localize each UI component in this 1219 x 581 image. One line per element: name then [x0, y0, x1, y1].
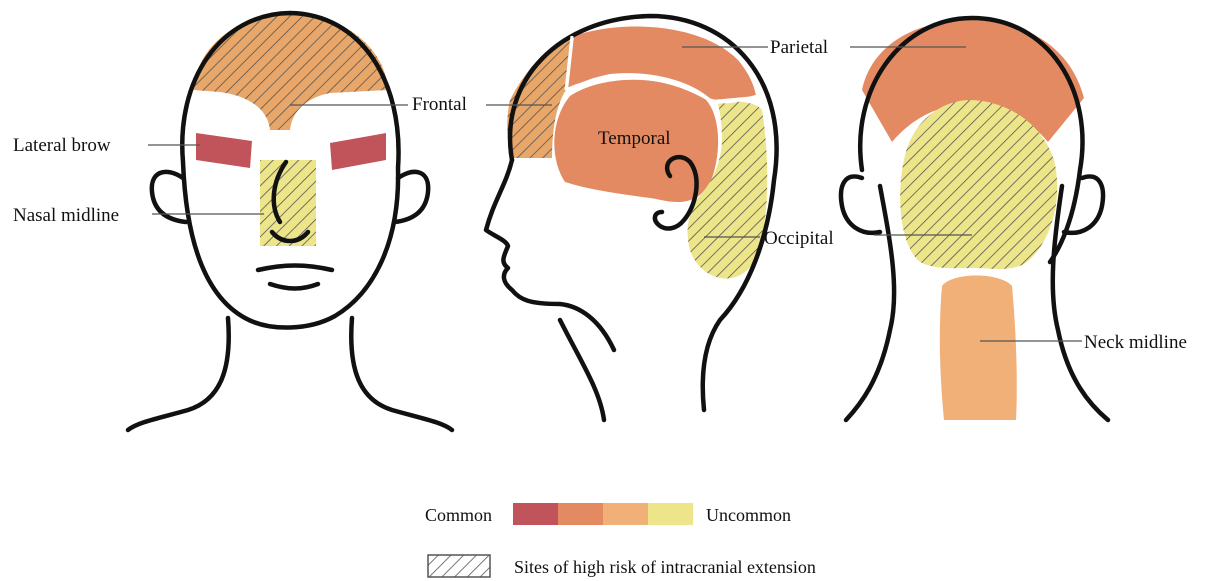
front-neck-right — [351, 318, 452, 430]
front-right-ear — [395, 172, 428, 222]
side-view — [486, 16, 777, 420]
side-neck-front — [560, 320, 604, 420]
front-mouth — [258, 266, 332, 289]
legend-common-label: Common — [425, 505, 492, 525]
back-view — [841, 18, 1108, 420]
legend-swatch-4 — [648, 503, 693, 525]
label-neck-midline: Neck midline — [1084, 332, 1187, 353]
legend-swatch-2 — [558, 503, 603, 525]
label-parietal: Parietal — [770, 37, 828, 58]
label-frontal: Frontal — [412, 94, 467, 115]
front-view — [128, 13, 452, 430]
neck-midline-region — [940, 276, 1017, 421]
legend-uncommon-label: Uncommon — [706, 505, 791, 525]
frontal-hatch — [194, 13, 388, 130]
label-temporal: Temporal — [598, 128, 671, 149]
legend-swatch-1 — [513, 503, 558, 525]
legend-swatch-3 — [603, 503, 648, 525]
back-left-ear — [841, 176, 880, 232]
legend-hatch-label: Sites of high risk of intracranial exten… — [514, 557, 816, 577]
label-lateral-brow: Lateral brow — [13, 135, 111, 156]
legend: Common Uncommon Sites of high risk of in… — [425, 503, 816, 577]
legend-hatch-swatch — [428, 555, 490, 577]
lateral-brow-left — [196, 133, 252, 168]
back-neck-right — [1053, 186, 1108, 420]
label-nasal-midline: Nasal midline — [13, 205, 119, 226]
front-neck-left — [128, 318, 229, 430]
label-occipital: Occipital — [764, 228, 834, 249]
back-neck-left — [846, 186, 894, 420]
lateral-brow-right — [330, 133, 386, 170]
